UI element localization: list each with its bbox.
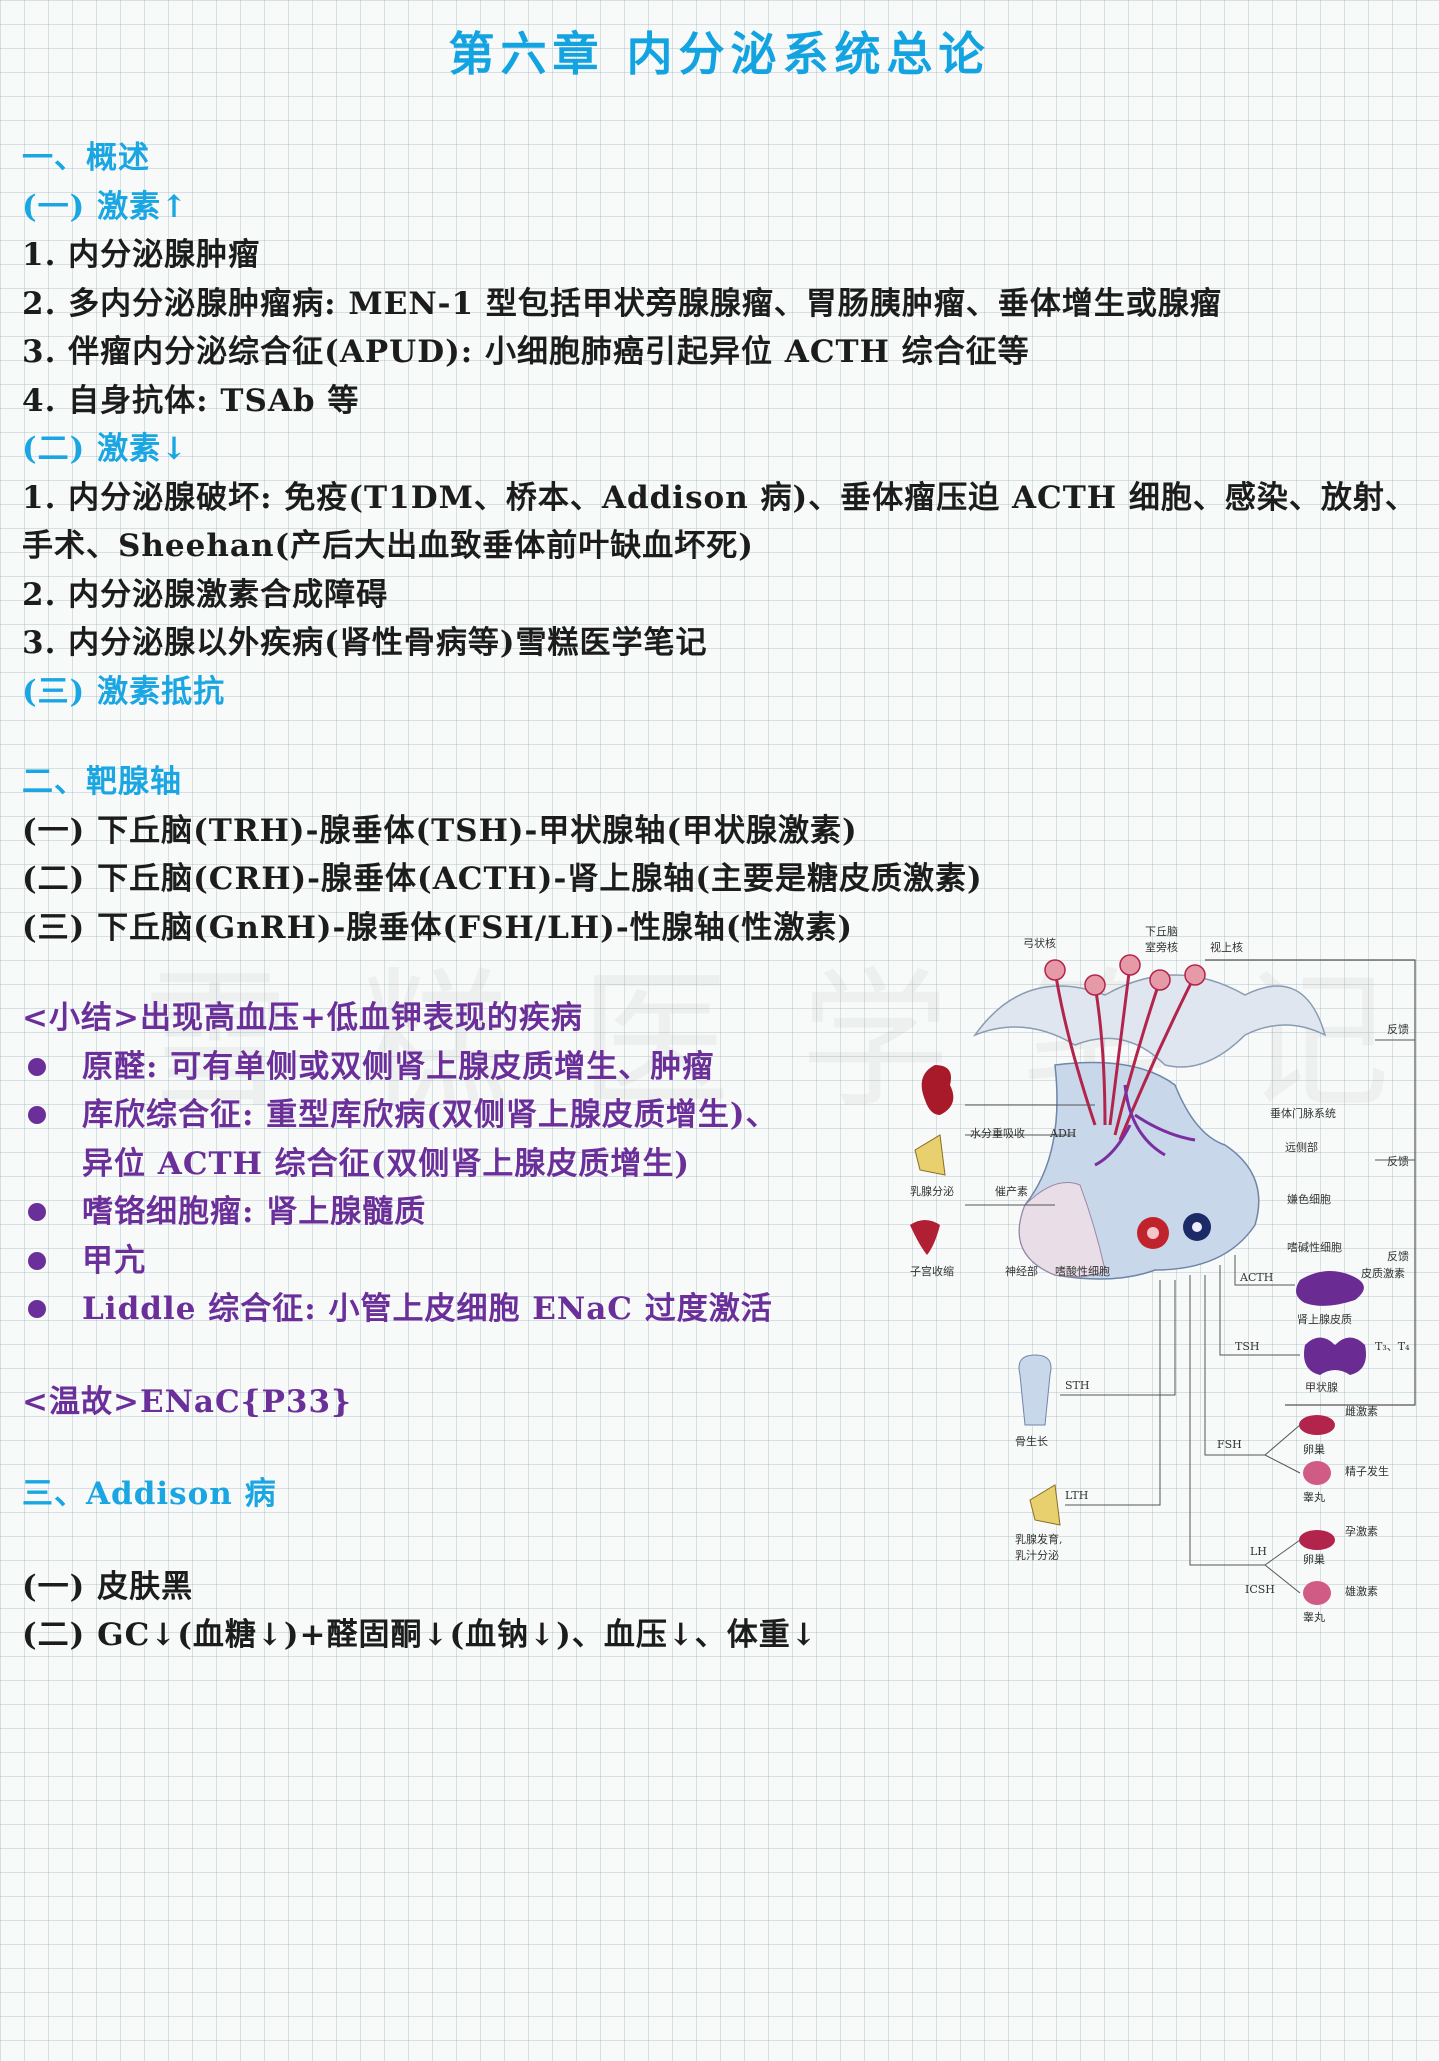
label-adh: ADH <box>1049 1127 1076 1140</box>
bullet-dot <box>28 1251 46 1270</box>
label-progesterone: 孕激素 <box>1345 1524 1378 1538</box>
section-heading-addison: 三、Addison 病 <box>22 1476 277 1512</box>
label-oxytocin: 催产素 <box>995 1184 1028 1198</box>
bullet-dot <box>28 1203 46 1222</box>
label-ovary: 卵巢 <box>1303 1443 1325 1456</box>
bullet-dot <box>28 1300 46 1319</box>
pituitary-diagram-svg: 弓状核 下丘脑 室旁核 视上核 反馈 反馈 反馈 垂体门脉系统 远侧部 水分重吸… <box>910 925 1416 1624</box>
label-ovary: 卵巢 <box>1303 1553 1325 1566</box>
bullet-dot <box>28 1106 46 1125</box>
list-item: (二) 下丘脑(CRH)-腺垂体(ACTH)-肾上腺轴(主要是糖皮质激素) <box>22 861 983 897</box>
label-portal-system: 垂体门脉系统 <box>1270 1106 1336 1120</box>
label-feedback: 反馈 <box>1387 1250 1409 1263</box>
label-fsh: FSH <box>1217 1438 1242 1451</box>
label-water: 水分重吸收 <box>970 1126 1025 1140</box>
pituitary-diagram: 弓状核 下丘脑 室旁核 视上核 反馈 反馈 反馈 垂体门脉系统 远侧部 水分重吸… <box>905 925 1425 1655</box>
bullet-item: 嗜铬细胞瘤: 肾上腺髓质 <box>22 1188 1422 1237</box>
label-androgen: 雄激素 <box>1345 1584 1378 1598</box>
list-item: (一) 皮肤黑 <box>22 1568 194 1605</box>
page-title: 第六章 内分泌系统总论 <box>448 27 991 81</box>
label-sth: STH <box>1065 1379 1089 1392</box>
label-neural: 神经部 <box>1005 1264 1038 1278</box>
label-milk-sec: 乳汁分泌 <box>1015 1549 1059 1562</box>
label-acidophil: 嗜酸性细胞 <box>1055 1264 1110 1278</box>
label-tsh: TSH <box>1235 1340 1259 1353</box>
section-heading-overview: 一、概述 <box>22 140 150 176</box>
label-breast-dev: 乳腺发育, <box>1015 1532 1063 1546</box>
label-acth: ACTH <box>1239 1271 1273 1284</box>
label-thyroid: 甲状腺 <box>1305 1380 1338 1394</box>
label-chromophobe: 嫌色细胞 <box>1287 1192 1331 1206</box>
review-note: <温故>ENaC{P33} <box>22 1383 352 1420</box>
label-paraventricular: 室旁核 <box>1145 940 1178 954</box>
label-testis: 睾丸 <box>1303 1610 1325 1624</box>
label-sperm: 精子发生 <box>1345 1464 1389 1478</box>
label-icsh: ICSH <box>1245 1583 1275 1596</box>
bullet-item-continuation: 异位 ACTH 综合征(双侧肾上腺皮质增生) <box>82 1145 691 1182</box>
label-arcuate: 弓状核 <box>1023 936 1056 950</box>
section-heading-target-axis: 二、靶腺轴 <box>22 764 182 800</box>
summary-title: <小结>出现高血压+低血钾表现的疾病 <box>22 1000 583 1036</box>
list-item: 1. 内分泌腺破坏: 免疫(T1DM、桥本、Addison 病)、垂体瘤压迫 A… <box>22 479 1417 565</box>
label-feedback: 反馈 <box>1387 1023 1409 1036</box>
list-item: 2. 内分泌腺激素合成障碍 <box>22 576 389 613</box>
list-item: (二) GC↓(血糖↓)+醛固酮↓(血钠↓)、血压↓、体重↓ <box>22 1617 818 1653</box>
list-item: (三) 下丘脑(GnRH)-腺垂体(FSH/LH)-性腺轴(性激素) <box>22 909 854 946</box>
label-adrenal: 肾上腺皮质 <box>1297 1312 1352 1326</box>
subheading-hormone-increase: (一) 激素↑ <box>22 188 189 225</box>
label-estrogen: 雌激素 <box>1345 1404 1378 1418</box>
list-item: 2. 多内分泌腺肿瘤病: MEN-1 型包括甲状旁腺腺瘤、胃肠胰肿瘤、垂体增生或… <box>22 285 1222 322</box>
label-testis: 睾丸 <box>1303 1490 1325 1504</box>
label-hypothalamus: 下丘脑 <box>1145 925 1178 938</box>
label-t3t4: T₃、T₄ <box>1375 1340 1410 1353</box>
bullet-item: 原醛: 可有单侧或双侧肾上腺皮质增生、肿瘤 <box>22 1043 1422 1092</box>
bullet-dot <box>28 1057 46 1076</box>
notes-body: 一、概述 (一) 激素↑ 1. 内分泌腺肿瘤 2. 多内分泌腺肿瘤病: MEN-… <box>22 134 1422 1660</box>
label-pars-distalis: 远侧部 <box>1285 1140 1318 1154</box>
label-basophil: 嗜碱性细胞 <box>1287 1240 1342 1254</box>
label-bone: 骨生长 <box>1015 1434 1048 1448</box>
label-supraoptic: 视上核 <box>1210 940 1243 954</box>
bullet-item: Liddle 综合征: 小管上皮细胞 ENaC 过度激活 <box>22 1285 1422 1334</box>
label-milk: 乳腺分泌 <box>910 1184 954 1198</box>
label-uterus: 子宫收缩 <box>910 1264 954 1278</box>
label-cortex-hormone: 皮质激素 <box>1361 1266 1405 1280</box>
list-item: (一) 下丘脑(TRH)-腺垂体(TSH)-甲状腺轴(甲状腺激素) <box>22 812 858 849</box>
list-item: 3. 伴瘤内分泌综合征(APUD): 小细胞肺癌引起异位 ACTH 综合征等 <box>22 334 1030 370</box>
list-item: 4. 自身抗体: TSAb 等 <box>22 382 360 419</box>
label-lth: LTH <box>1065 1489 1088 1502</box>
label-lh: LH <box>1250 1545 1267 1558</box>
list-item: 1. 内分泌腺肿瘤 <box>22 237 261 273</box>
list-item: 3. 内分泌腺以外疾病(肾性骨病等)雪糕医学笔记 <box>22 625 708 661</box>
label-feedback: 反馈 <box>1387 1155 1409 1168</box>
subheading-hormone-decrease: (二) 激素↓ <box>22 431 189 467</box>
bullet-item: 甲亢 <box>22 1237 1422 1286</box>
subheading-hormone-resistance: (三) 激素抵抗 <box>22 673 226 710</box>
bullet-item: 库欣综合征: 重型库欣病(双侧肾上腺皮质增生)、 <box>22 1091 1422 1140</box>
